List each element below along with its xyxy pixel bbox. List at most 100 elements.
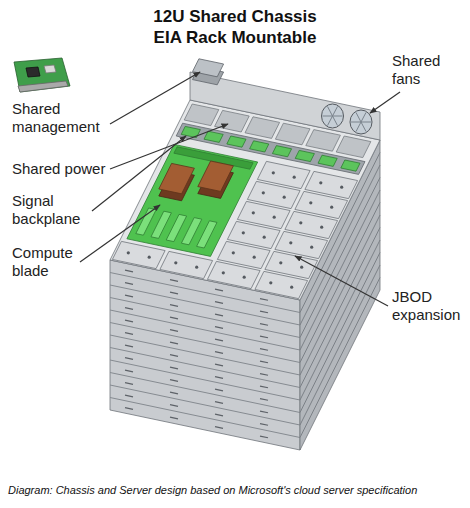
drawer-handle xyxy=(260,374,268,376)
drawer-handle xyxy=(215,352,223,354)
drawer-handle xyxy=(260,311,268,313)
drawer-handle xyxy=(125,345,133,347)
board-chip xyxy=(44,65,56,73)
drawer-handle xyxy=(125,383,133,385)
fan-blade xyxy=(333,116,343,117)
drawer-handle xyxy=(260,336,268,338)
title: 12U Shared Chassis EIA Rack Mountable xyxy=(137,6,333,48)
drawer-handle xyxy=(215,289,223,291)
drawer-handle xyxy=(170,380,178,382)
board-chip xyxy=(26,67,40,77)
power-supply xyxy=(184,104,219,126)
power-supply xyxy=(245,117,280,139)
power-supply xyxy=(306,130,341,152)
fan xyxy=(350,110,372,134)
drive-tray xyxy=(255,271,308,298)
drawer-slat xyxy=(300,265,380,425)
drawer-handle xyxy=(215,327,223,329)
tray-dot xyxy=(293,176,296,179)
fan xyxy=(322,104,344,128)
compute-blade-board xyxy=(127,144,258,256)
drawer-handle xyxy=(215,389,223,391)
tray-dot xyxy=(283,196,286,199)
tray-dot xyxy=(330,206,333,209)
drawer-handle xyxy=(125,395,133,397)
drawer-handle xyxy=(125,358,133,360)
drawer-handle xyxy=(170,355,178,357)
memory-module xyxy=(151,211,171,238)
leader-line xyxy=(110,72,200,124)
drawer-handle xyxy=(170,305,178,307)
tray-dot xyxy=(253,256,256,259)
drawer-handle xyxy=(170,330,178,332)
backplane-board xyxy=(227,136,246,147)
heatsink xyxy=(159,163,195,193)
tray-dot xyxy=(243,276,246,279)
callout-label: JBOD expansion xyxy=(392,288,466,324)
backplane-board xyxy=(295,150,314,161)
tray-dot xyxy=(319,181,322,184)
fan-blade xyxy=(328,106,333,116)
drawer-handle xyxy=(125,370,133,372)
drawer-handle xyxy=(260,349,268,351)
tray-dot xyxy=(174,261,177,264)
drawer-slat xyxy=(110,348,300,388)
drawer-handle xyxy=(170,292,178,294)
leader-line xyxy=(295,256,388,306)
drawer-handle xyxy=(170,367,178,369)
management-board-icon xyxy=(14,58,70,92)
drawer-handle xyxy=(260,424,268,426)
fan-blade xyxy=(323,116,333,117)
leader-line xyxy=(110,124,228,169)
drawer-slat xyxy=(110,298,300,338)
tray-dot xyxy=(290,286,293,289)
fan-blade xyxy=(356,122,361,132)
tray-dot xyxy=(222,271,225,274)
drawer-handle xyxy=(125,320,133,322)
drawer-handle xyxy=(125,283,133,285)
drawer-handle xyxy=(170,317,178,319)
backplane-board xyxy=(204,131,223,142)
fan-blade xyxy=(351,122,361,123)
drawer-handle xyxy=(170,392,178,394)
memory-module xyxy=(181,218,201,245)
backplane-board xyxy=(318,155,337,166)
callout-label: Signal backplane xyxy=(12,192,92,228)
fan-blade xyxy=(356,112,361,122)
drawer-handle xyxy=(215,302,223,304)
backplane-board xyxy=(341,160,360,171)
drawer-handle xyxy=(215,377,223,379)
tray-dot xyxy=(269,281,272,284)
fan-blade xyxy=(361,122,366,132)
tray-dot xyxy=(148,256,151,259)
power-supply xyxy=(215,110,250,132)
drawer-handle xyxy=(215,414,223,416)
drawer-slat xyxy=(110,310,300,350)
callout-label: Shared power xyxy=(12,160,122,178)
tray-dot xyxy=(242,231,245,234)
tray-dot xyxy=(195,266,198,269)
tray-dot xyxy=(127,251,130,254)
leader-line xyxy=(80,205,160,262)
drawer-handle xyxy=(215,314,223,316)
board-edge xyxy=(18,81,68,92)
drawer-slat xyxy=(110,398,300,438)
tray-dot xyxy=(299,221,302,224)
drawer-handle xyxy=(260,386,268,388)
fan-blade xyxy=(333,106,338,116)
drawer-handle xyxy=(170,405,178,407)
fan-blade xyxy=(333,116,338,126)
callout-label: Shared management xyxy=(12,100,112,136)
drawer-handle xyxy=(260,411,268,413)
tray-dot xyxy=(289,241,292,244)
heatsink xyxy=(198,161,234,191)
power-supply xyxy=(336,136,371,158)
drawer-handle xyxy=(125,308,133,310)
tray-dot xyxy=(262,191,265,194)
caption: Diagram: Chassis and Server design based… xyxy=(8,483,464,497)
drawer-handle xyxy=(215,364,223,366)
drawer-handle xyxy=(125,270,133,272)
memory-module xyxy=(166,214,186,241)
power-supply xyxy=(275,123,310,145)
